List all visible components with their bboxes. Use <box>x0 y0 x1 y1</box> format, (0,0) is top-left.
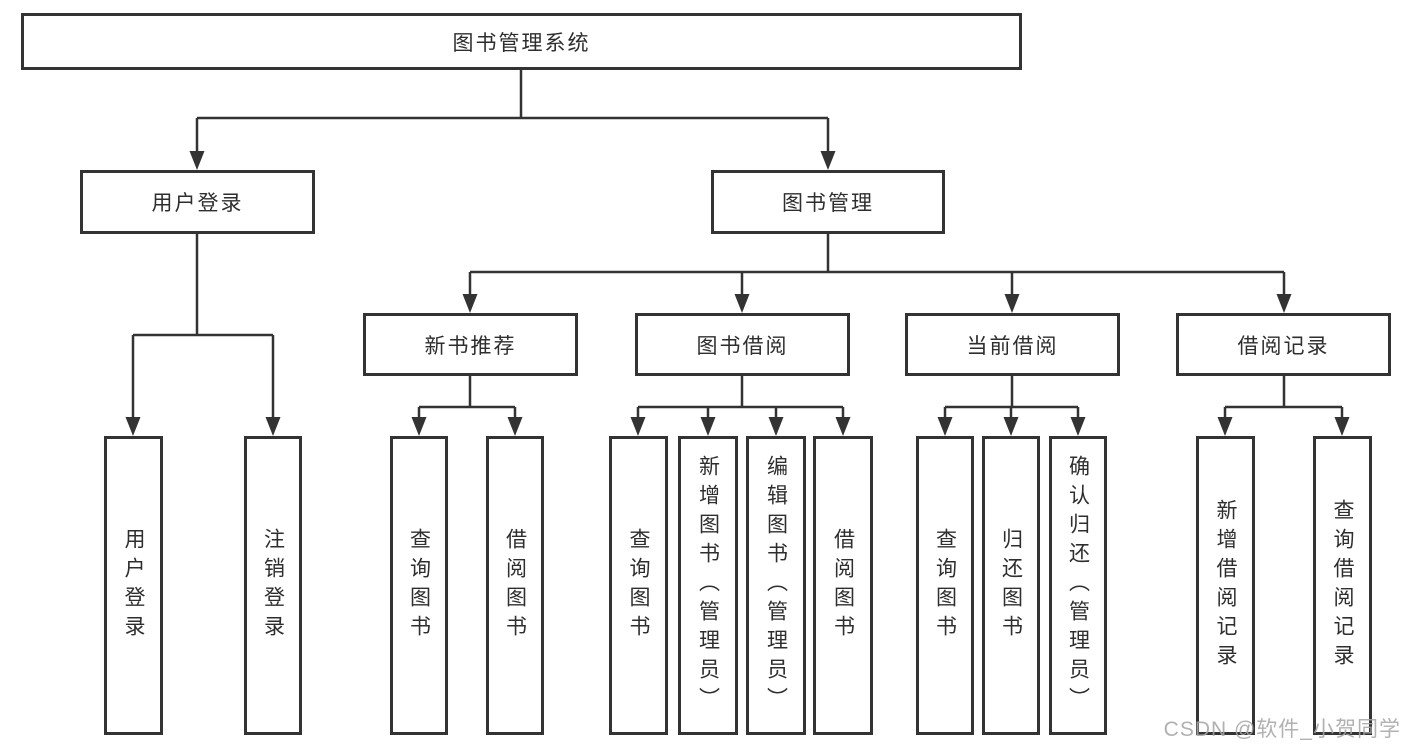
node-root-label: 图书管理系统 <box>452 31 591 55</box>
node-leaf-logout-label: 注销登录 <box>261 527 285 644</box>
node-leaf-borrow-books-borrow-label: 借阅图书 <box>831 527 855 644</box>
node-book-borrow: 图书借阅 <box>635 313 850 376</box>
node-leaf-query-books-recommend: 查询图书 <box>390 436 448 735</box>
node-leaf-logout: 注销登录 <box>244 436 302 735</box>
node-current-borrow: 当前借阅 <box>905 313 1120 376</box>
node-leaf-borrow-books-recommend-label: 借阅图书 <box>503 527 527 644</box>
node-leaf-query-books-borrow: 查询图书 <box>609 436 668 735</box>
node-leaf-return-book-label: 归还图书 <box>999 527 1023 644</box>
node-root: 图书管理系统 <box>21 13 1022 70</box>
node-leaf-query-books-current-label: 查询图书 <box>933 527 957 644</box>
node-book-management: 图书管理 <box>711 170 945 234</box>
node-leaf-query-books-current: 查询图书 <box>916 436 974 735</box>
node-leaf-user-login: 用户登录 <box>104 436 163 735</box>
node-leaf-edit-book-admin-label: 编辑图书（管理员） <box>764 455 788 716</box>
watermark-text: CSDN @软件_小贺同学 <box>1163 718 1401 741</box>
node-borrow-records: 借阅记录 <box>1176 313 1391 376</box>
node-book-borrow-label: 图书借阅 <box>696 334 789 358</box>
node-leaf-return-book: 归还图书 <box>982 436 1040 735</box>
node-leaf-confirm-return-admin-label: 确认归还（管理员） <box>1066 455 1090 716</box>
node-leaf-query-borrow-record-label: 查询借阅记录 <box>1331 498 1354 673</box>
node-leaf-add-book-admin-label: 新增图书（管理员） <box>696 455 720 716</box>
node-leaf-borrow-books-recommend: 借阅图书 <box>486 436 544 735</box>
node-leaf-add-borrow-record: 新增借阅记录 <box>1196 436 1255 735</box>
node-book-management-label: 图书管理 <box>782 192 874 215</box>
node-leaf-borrow-books-borrow: 借阅图书 <box>813 436 873 735</box>
node-leaf-query-books-borrow-label: 查询图书 <box>627 527 650 644</box>
node-new-book-recommend-label: 新书推荐 <box>424 334 517 358</box>
node-leaf-edit-book-admin: 编辑图书（管理员） <box>746 436 806 735</box>
node-current-borrow-label: 当前借阅 <box>966 334 1059 358</box>
arrowheads <box>125 151 1350 436</box>
node-leaf-confirm-return-admin: 确认归还（管理员） <box>1049 436 1107 735</box>
node-leaf-user-login-label: 用户登录 <box>122 527 145 644</box>
node-user-login-label: 用户登录 <box>151 192 244 215</box>
node-borrow-records-label: 借阅记录 <box>1237 334 1330 358</box>
node-leaf-query-borrow-record: 查询借阅记录 <box>1313 436 1372 735</box>
node-leaf-add-book-admin: 新增图书（管理员） <box>678 436 738 735</box>
node-user-login: 用户登录 <box>80 170 315 234</box>
node-new-book-recommend: 新书推荐 <box>363 313 578 376</box>
node-leaf-query-books-recommend-label: 查询图书 <box>407 527 431 644</box>
node-leaf-add-borrow-record-label: 新增借阅记录 <box>1214 498 1237 673</box>
